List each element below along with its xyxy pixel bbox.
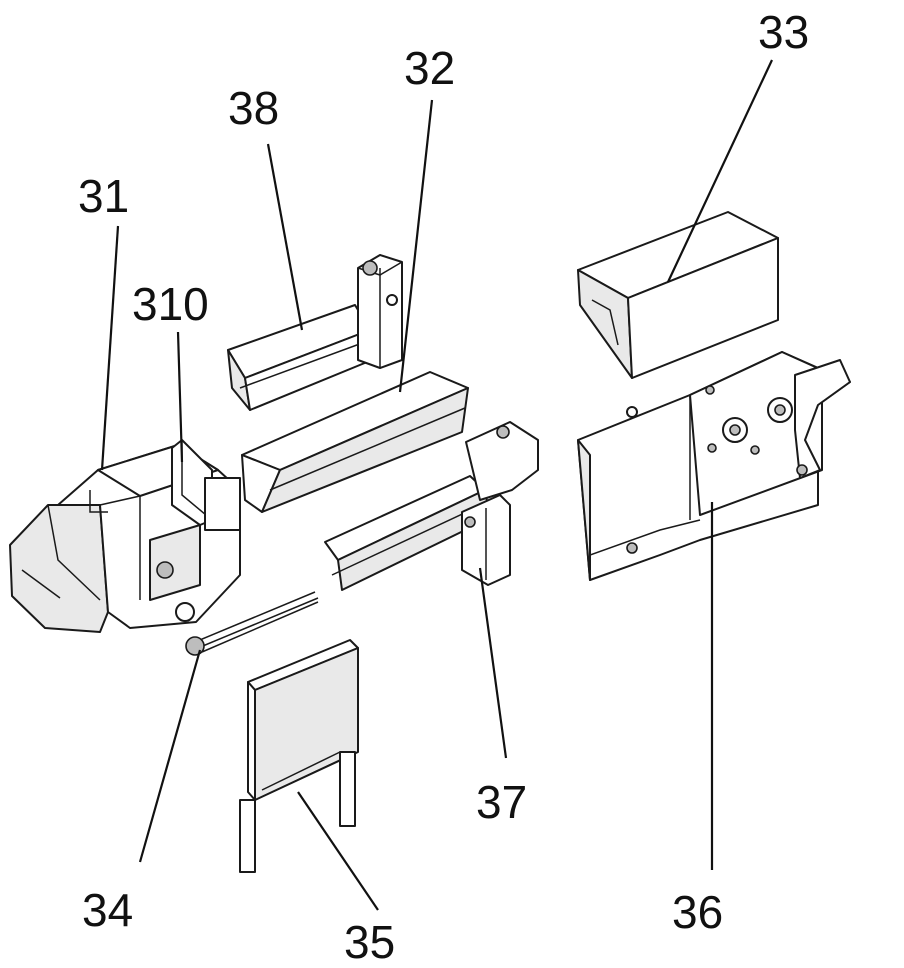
label-34: 34	[82, 884, 133, 936]
label-38: 38	[228, 82, 279, 134]
label-37: 37	[476, 776, 527, 828]
part-38-rail	[228, 255, 402, 410]
leader-38	[268, 144, 302, 330]
label-35: 35	[344, 916, 395, 968]
part-36-base	[578, 352, 850, 580]
label-33: 33	[758, 6, 809, 58]
leader-31	[102, 226, 118, 470]
leader-37	[480, 568, 506, 758]
part-35-pin-plate	[240, 640, 358, 872]
leader-32	[400, 100, 432, 392]
label-310: 310	[132, 278, 209, 330]
part-33-cover	[578, 212, 778, 378]
leader-35	[298, 792, 378, 910]
label-32: 32	[404, 42, 455, 94]
leader-34	[140, 650, 200, 862]
label-36: 36	[672, 886, 723, 938]
label-31: 31	[78, 170, 129, 222]
